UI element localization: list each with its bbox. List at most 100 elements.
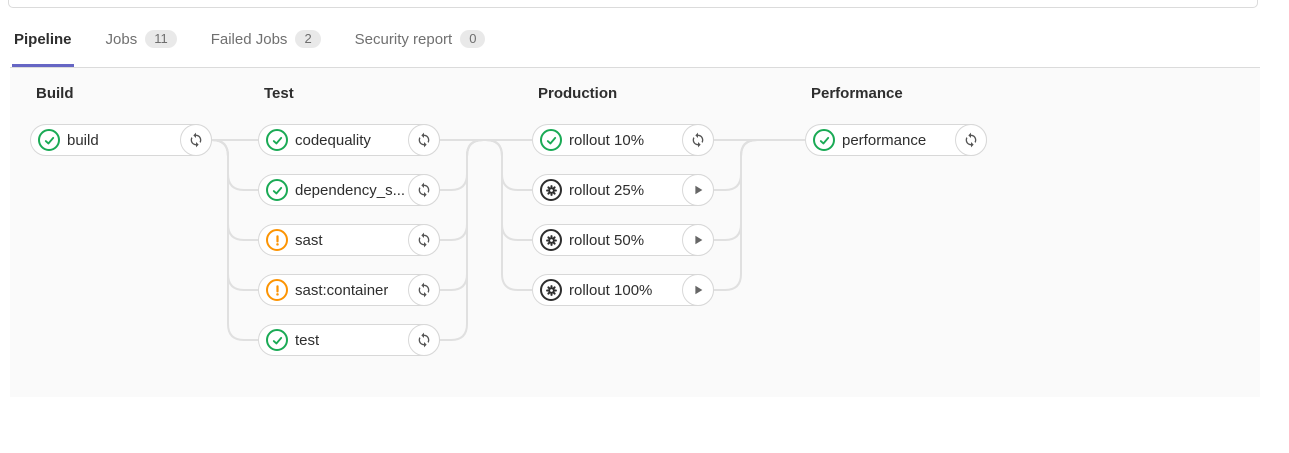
status-manual-icon [540,229,562,251]
status-success-icon [38,129,60,151]
stage-title: Test [264,85,294,102]
connector-line [440,139,484,191]
connector-line [485,139,532,191]
retry-icon [418,282,430,298]
retry-job-button[interactable] [180,124,212,156]
job-name: rollout 50% [569,231,645,249]
status-success-icon [266,179,288,201]
check-icon [272,136,282,144]
stage-title: Production [538,85,618,102]
exclamation-icon [275,284,279,296]
connector-line [440,139,484,341]
pipeline-connectors [211,139,805,341]
stage-column-performance: Performance performance [805,85,987,174]
status-success-icon [813,129,835,151]
job-name: performance [842,131,927,149]
status-success-icon [540,129,562,151]
tab-label: Failed Jobs [210,30,288,48]
job-test: test [258,324,440,356]
play-icon [695,285,703,295]
retry-job-button[interactable] [408,174,440,206]
job-name: codequality [295,131,371,149]
tab-jobs[interactable]: Jobs 11 [104,30,179,67]
job-sast: sast [258,224,440,256]
job-build: build [30,124,212,156]
retry-icon [418,232,430,248]
job-codequality: codequality [258,124,440,156]
retry-icon [692,132,704,148]
tab-pipeline[interactable]: Pipeline [12,31,74,67]
status-manual-icon [540,179,562,201]
tab-label: Pipeline [14,31,72,48]
tab-label: Jobs [105,30,138,48]
job-pill[interactable]: rollout 50% [532,224,714,256]
retry-icon [418,132,430,148]
connector-line [211,139,258,291]
retry-icon [418,332,430,348]
tab-label: Security report [354,30,453,48]
check-icon [272,186,282,194]
stage-column-production: Production rollout 10% rollout 25% rollout … [532,85,714,324]
connector-line [211,139,258,191]
retry-job-button[interactable] [408,274,440,306]
status-warning-icon [266,279,288,301]
job-pill[interactable]: codequality [258,124,440,156]
job-name: sast:container [295,281,389,299]
tab-failed-jobs[interactable]: Failed Jobs 2 [209,30,323,67]
stage-title: Build [36,85,74,102]
connector-line [714,139,758,291]
job-name: rollout 10% [569,131,645,149]
check-icon [44,136,54,144]
gear-icon [545,184,557,196]
previous-card-bottom-edge [8,0,1258,8]
connector-line [211,139,258,341]
pipeline-tabs-bar: Pipeline Jobs 11 Failed Jobs 2 Security repor… [10,9,1260,68]
stage-column-build: Build build [30,85,212,174]
job-name: rollout 25% [569,181,645,199]
status-warning-icon [266,229,288,251]
job-pill[interactable]: dependency_s... [258,174,440,206]
stage-column-test: Test codequality dependency_s...sast sast:c… [258,85,440,374]
gear-icon [545,284,557,296]
check-icon [819,136,829,144]
retry-job-button[interactable] [682,124,714,156]
job-sast-container: sast:container [258,274,440,306]
check-icon [546,136,556,144]
retry-icon [965,132,977,148]
retry-job-button[interactable] [408,124,440,156]
job-name: rollout 100% [569,281,653,299]
play-job-button[interactable] [682,174,714,206]
tab-security-report[interactable]: Security report 0 [353,30,488,67]
gear-icon [545,234,557,246]
connector-line [714,139,758,191]
play-job-button[interactable] [682,224,714,256]
tab-count-badge: 0 [460,30,486,48]
job-name: build [67,131,99,149]
play-icon [695,235,703,245]
connector-line [440,139,484,291]
job-performance: performance [805,124,987,156]
job-rollout-100: rollout 100% [532,274,714,306]
status-success-icon [266,329,288,351]
retry-icon [190,132,202,148]
job-name: dependency_s... [295,181,406,199]
tab-count-badge: 2 [295,30,321,48]
retry-job-button[interactable] [408,324,440,356]
pipeline-card: Pipeline Jobs 11 Failed Jobs 2 Security repor… [10,9,1260,397]
retry-job-button[interactable] [955,124,987,156]
connector-line [485,139,532,291]
job-name: sast [295,231,323,249]
retry-job-button[interactable] [408,224,440,256]
pipeline-graph: Build build Test codequality dependency_s...… [10,68,1260,397]
job-name: test [295,331,320,349]
job-pill[interactable]: rollout 10% [532,124,714,156]
status-manual-icon [540,279,562,301]
check-icon [272,336,282,344]
stage-title: Performance [811,85,903,102]
exclamation-icon [275,234,279,246]
play-icon [695,185,703,195]
status-success-icon [266,129,288,151]
job-rollout-25: rollout 25% [532,174,714,206]
tab-count-badge: 11 [145,30,177,48]
play-job-button[interactable] [682,274,714,306]
